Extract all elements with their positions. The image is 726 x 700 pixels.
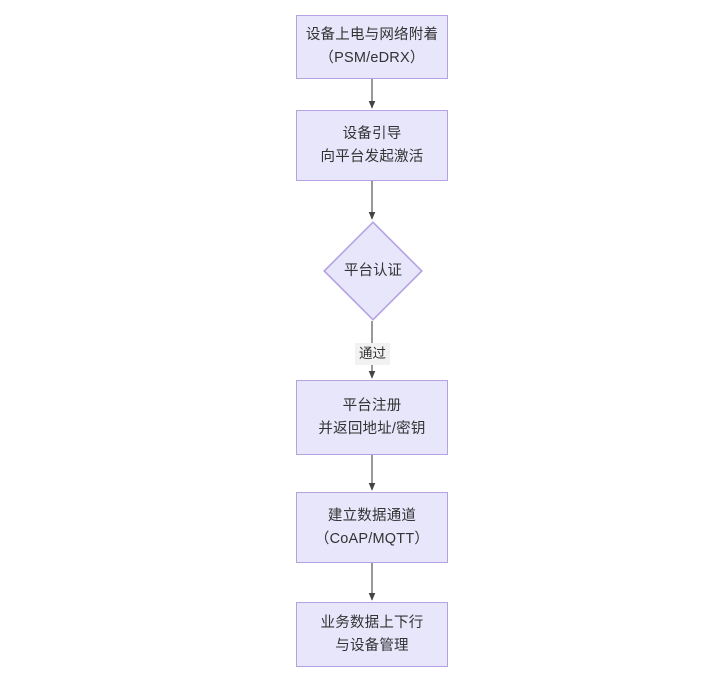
node-label-line-2: 与设备管理: [335, 637, 409, 654]
node-label-line-1: 设备引导: [342, 125, 402, 142]
node-label-line-1: 平台注册: [342, 397, 402, 414]
node-device-power-on[interactable]: 设备上电与网络附着 （PSM/eDRX）: [296, 15, 448, 79]
node-label-line-2: （PSM/eDRX）: [319, 50, 425, 66]
node-label-line-1: 设备上电与网络附着: [305, 27, 439, 43]
node-label-line-1: 业务数据上下行: [320, 614, 424, 631]
edge-label-pass: 通过: [355, 343, 390, 365]
node-label-line-2: 并返回地址/密钥: [318, 420, 426, 437]
node-label-line-1: 建立数据通道: [327, 507, 417, 524]
node-platform-authentication[interactable]: 平台认证: [323, 221, 423, 321]
node-label-line-1: 平台认证: [344, 262, 402, 279]
node-label-line-2: 向平台发起激活: [320, 148, 424, 165]
node-platform-registration[interactable]: 平台注册 并返回地址/密钥: [296, 380, 448, 455]
node-label-line-2: （CoAP/MQTT）: [314, 530, 430, 547]
node-device-bootstrap[interactable]: 设备引导 向平台发起激活: [296, 110, 448, 181]
node-establish-data-channel[interactable]: 建立数据通道 （CoAP/MQTT）: [296, 492, 448, 563]
diamond-shape-icon: [323, 221, 423, 321]
node-service-data-and-device-management[interactable]: 业务数据上下行 与设备管理: [296, 602, 448, 667]
edge-label-text: 通过: [359, 346, 386, 361]
